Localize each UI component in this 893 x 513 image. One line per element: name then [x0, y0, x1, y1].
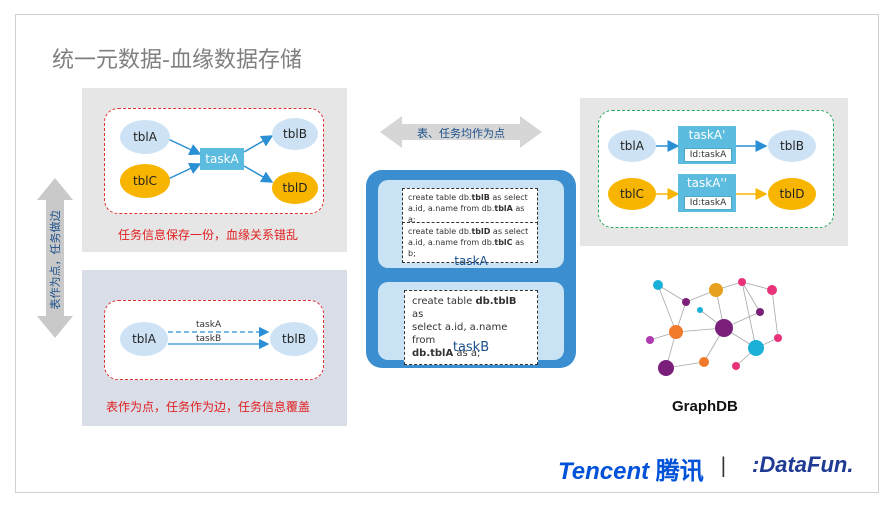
panel1-node-tblD: tblD: [272, 172, 318, 204]
panel1-node-tblA: tblA: [120, 120, 170, 154]
panel2-edges: [168, 326, 270, 350]
panel3-task2-label: taskA'': [686, 176, 728, 190]
horizontal-arrow-label: 表、任务均作为点: [417, 127, 505, 140]
panel2-node-tblA: tblA: [120, 322, 168, 356]
panel3-task1-label: taskA': [688, 128, 726, 142]
panel3-node-tblB: tblB: [768, 130, 816, 162]
panel3-node-tblA: tblA: [608, 130, 656, 162]
panel1-node-tblC: tblC: [120, 164, 170, 198]
taskB-label: taskB: [452, 340, 490, 355]
panel3-task-taskA-double-prime: taskA'': [678, 174, 736, 212]
taskB-sql: create table db.tblB as select a.id, a.n…: [404, 290, 538, 365]
datafun-logo: :DataFun.: [752, 452, 854, 477]
page-title: 统一元数据-血缘数据存储: [52, 48, 302, 73]
panel2-node-tblB: tblB: [270, 322, 318, 356]
panel3-node-tblD: tblD: [768, 178, 816, 210]
logo-separator: |: [720, 453, 727, 477]
panel1-caption: 任务信息保存一份，血缘关系错乱: [118, 228, 299, 242]
panel-task-as-node-single: tblA tblC taskA tblB tblD 任务信息保存一份，血缘关系错…: [82, 88, 347, 252]
panel-table-task-as-nodes: tblA tblC taskA' Id:taskA taskA'' Id:tas…: [580, 98, 848, 246]
panel-task-as-edge: tblA tblB taskA taskB 表作为点，任务作为边，任务信息覆盖: [82, 270, 347, 426]
center-taskA-box: create table db.tblB as select a.id, a.n…: [378, 180, 564, 268]
horizontal-double-arrow: [380, 116, 542, 148]
panel2-edge-taskA: taskA: [196, 320, 222, 330]
center-taskB-box: create table db.tblB as select a.id, a.n…: [378, 282, 564, 365]
panel2-edge-taskB: taskB: [196, 334, 222, 344]
tencent-logo-text: Tencent 腾讯: [558, 458, 704, 485]
taskA-label: taskA: [454, 254, 488, 268]
panel1-task-taskA: taskA: [200, 148, 244, 170]
panel1-edges: [165, 135, 274, 183]
panel2-caption: 表作为点，任务作为边，任务信息覆盖: [106, 400, 311, 414]
panel3-node-tblC: tblC: [608, 178, 656, 210]
taskA-sql-2: create table db.tblD as select a.id, a.n…: [402, 222, 538, 263]
vertical-double-arrow: [37, 178, 73, 338]
panel3-task2-id: Id:taskA: [684, 196, 732, 210]
panel3-task1-id: Id:taskA: [684, 148, 732, 162]
graphdb-label: GraphDB: [672, 398, 738, 415]
panel1-node-tblB: tblB: [272, 118, 318, 150]
panel3-edges: [656, 140, 768, 200]
